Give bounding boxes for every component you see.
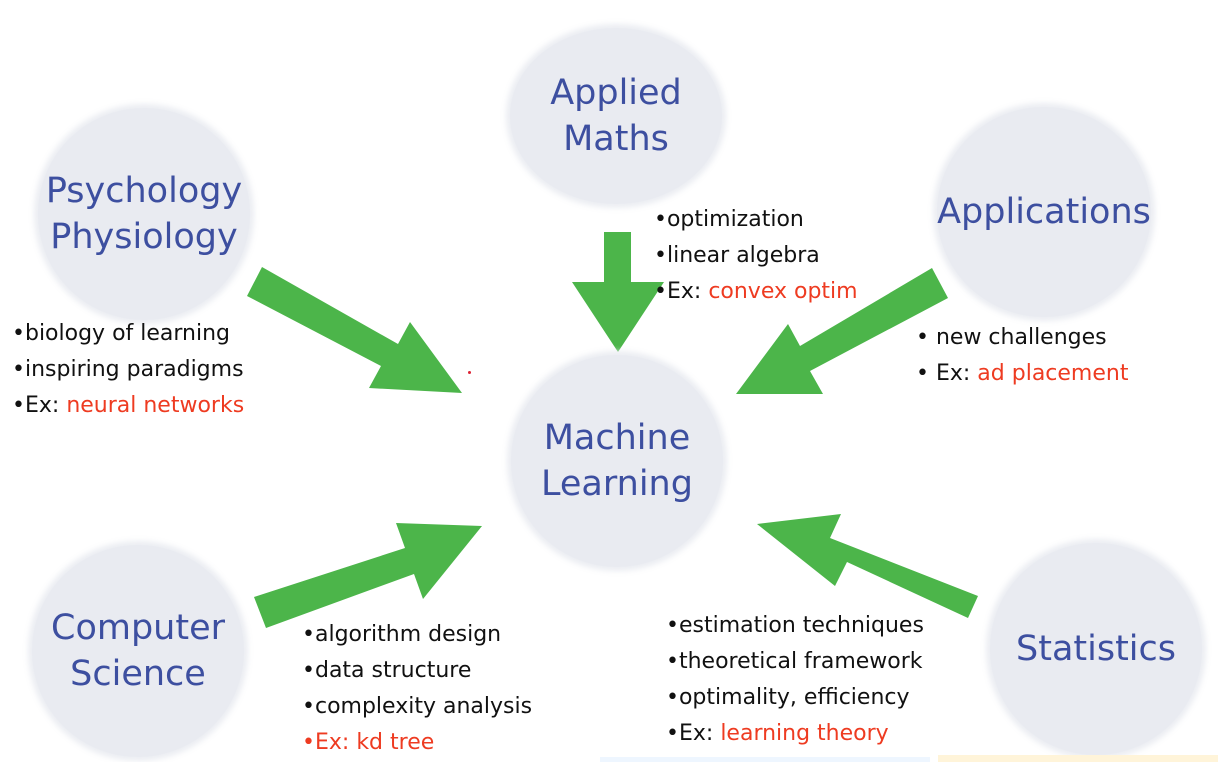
node-applied-maths: Applied Maths bbox=[510, 28, 722, 204]
node-applied-maths-line-1: Applied bbox=[550, 73, 682, 113]
bullet-item: •theoretical framework bbox=[666, 649, 923, 674]
node-applied-maths-line-2: Maths bbox=[563, 119, 669, 159]
node-applications: Applications bbox=[937, 107, 1151, 317]
node-psychology-physiology: Psychology Physiology bbox=[38, 108, 250, 320]
bullet-item: •complexity analysis bbox=[302, 694, 533, 719]
bullet-item: •inspiring paradigms bbox=[12, 357, 244, 382]
example-highlight: kd tree bbox=[356, 730, 435, 755]
arrow-from-computer-science bbox=[254, 523, 482, 628]
bullets-computer-science: •algorithm design •data structure •compl… bbox=[302, 617, 532, 761]
example-prefix: •Ex: bbox=[12, 393, 67, 418]
bullets-statistics: •estimation techniques •theoretical fram… bbox=[666, 608, 924, 752]
example-highlight: learning theory bbox=[720, 721, 889, 746]
bullet-example: •Ex: learning theory bbox=[666, 716, 924, 752]
node-machine-learning-line-2: Learning bbox=[541, 464, 693, 504]
bullet-item: •algorithm design bbox=[302, 622, 502, 647]
example-prefix: •Ex: bbox=[666, 721, 721, 746]
bullet-item: •optimality, efficiency bbox=[666, 685, 910, 710]
bullets-applications: • new challenges • Ex: ad placement bbox=[916, 320, 1128, 392]
bullets-psychology: •biology of learning •inspiring paradigm… bbox=[12, 316, 244, 424]
example-prefix: • Ex: bbox=[916, 361, 978, 386]
example-prefix: •Ex: bbox=[302, 730, 357, 755]
bullet-item: •data structure bbox=[302, 658, 472, 683]
stray-dot bbox=[468, 371, 471, 374]
node-computer-science-line-1: Computer bbox=[51, 608, 225, 648]
node-machine-learning-line-1: Machine bbox=[543, 418, 691, 458]
bullet-example: •Ex: neural networks bbox=[12, 388, 244, 424]
bullet-example: • Ex: ad placement bbox=[916, 356, 1128, 392]
bottom-edge-tint bbox=[600, 757, 930, 762]
example-highlight: neural networks bbox=[66, 393, 245, 418]
node-statistics: Statistics bbox=[990, 543, 1202, 755]
bullet-example: •Ex: kd tree bbox=[302, 725, 532, 761]
node-machine-learning: Machine Learning bbox=[511, 355, 723, 567]
example-highlight: convex optim bbox=[708, 279, 858, 304]
arrow-from-psychology bbox=[247, 267, 462, 393]
bullet-item: • new challenges bbox=[916, 325, 1107, 350]
arrow-from-statistics bbox=[757, 514, 978, 618]
bullets-applied-maths: •optimization •linear algebra •Ex: conve… bbox=[654, 202, 858, 310]
bullet-item: •estimation techniques bbox=[666, 613, 924, 638]
example-prefix: •Ex: bbox=[654, 279, 709, 304]
node-applications-line-1: Applications bbox=[937, 192, 1151, 232]
bullet-item: •linear algebra bbox=[654, 243, 820, 268]
node-statistics-line-1: Statistics bbox=[1016, 629, 1176, 669]
bullet-example: •Ex: convex optim bbox=[654, 274, 858, 310]
node-computer-science: Computer Science bbox=[32, 545, 244, 757]
node-psychology-line-2: Physiology bbox=[50, 217, 238, 257]
bullet-item: •biology of learning bbox=[12, 321, 231, 346]
bottom-edge-tint bbox=[938, 755, 1218, 762]
node-computer-science-line-2: Science bbox=[70, 654, 206, 694]
bullet-item: •optimization bbox=[654, 207, 804, 232]
node-psychology-line-1: Psychology bbox=[45, 171, 243, 211]
example-highlight: ad placement bbox=[977, 361, 1129, 386]
arrow-from-applications bbox=[736, 268, 948, 394]
arrow-from-applied-maths bbox=[572, 232, 664, 352]
